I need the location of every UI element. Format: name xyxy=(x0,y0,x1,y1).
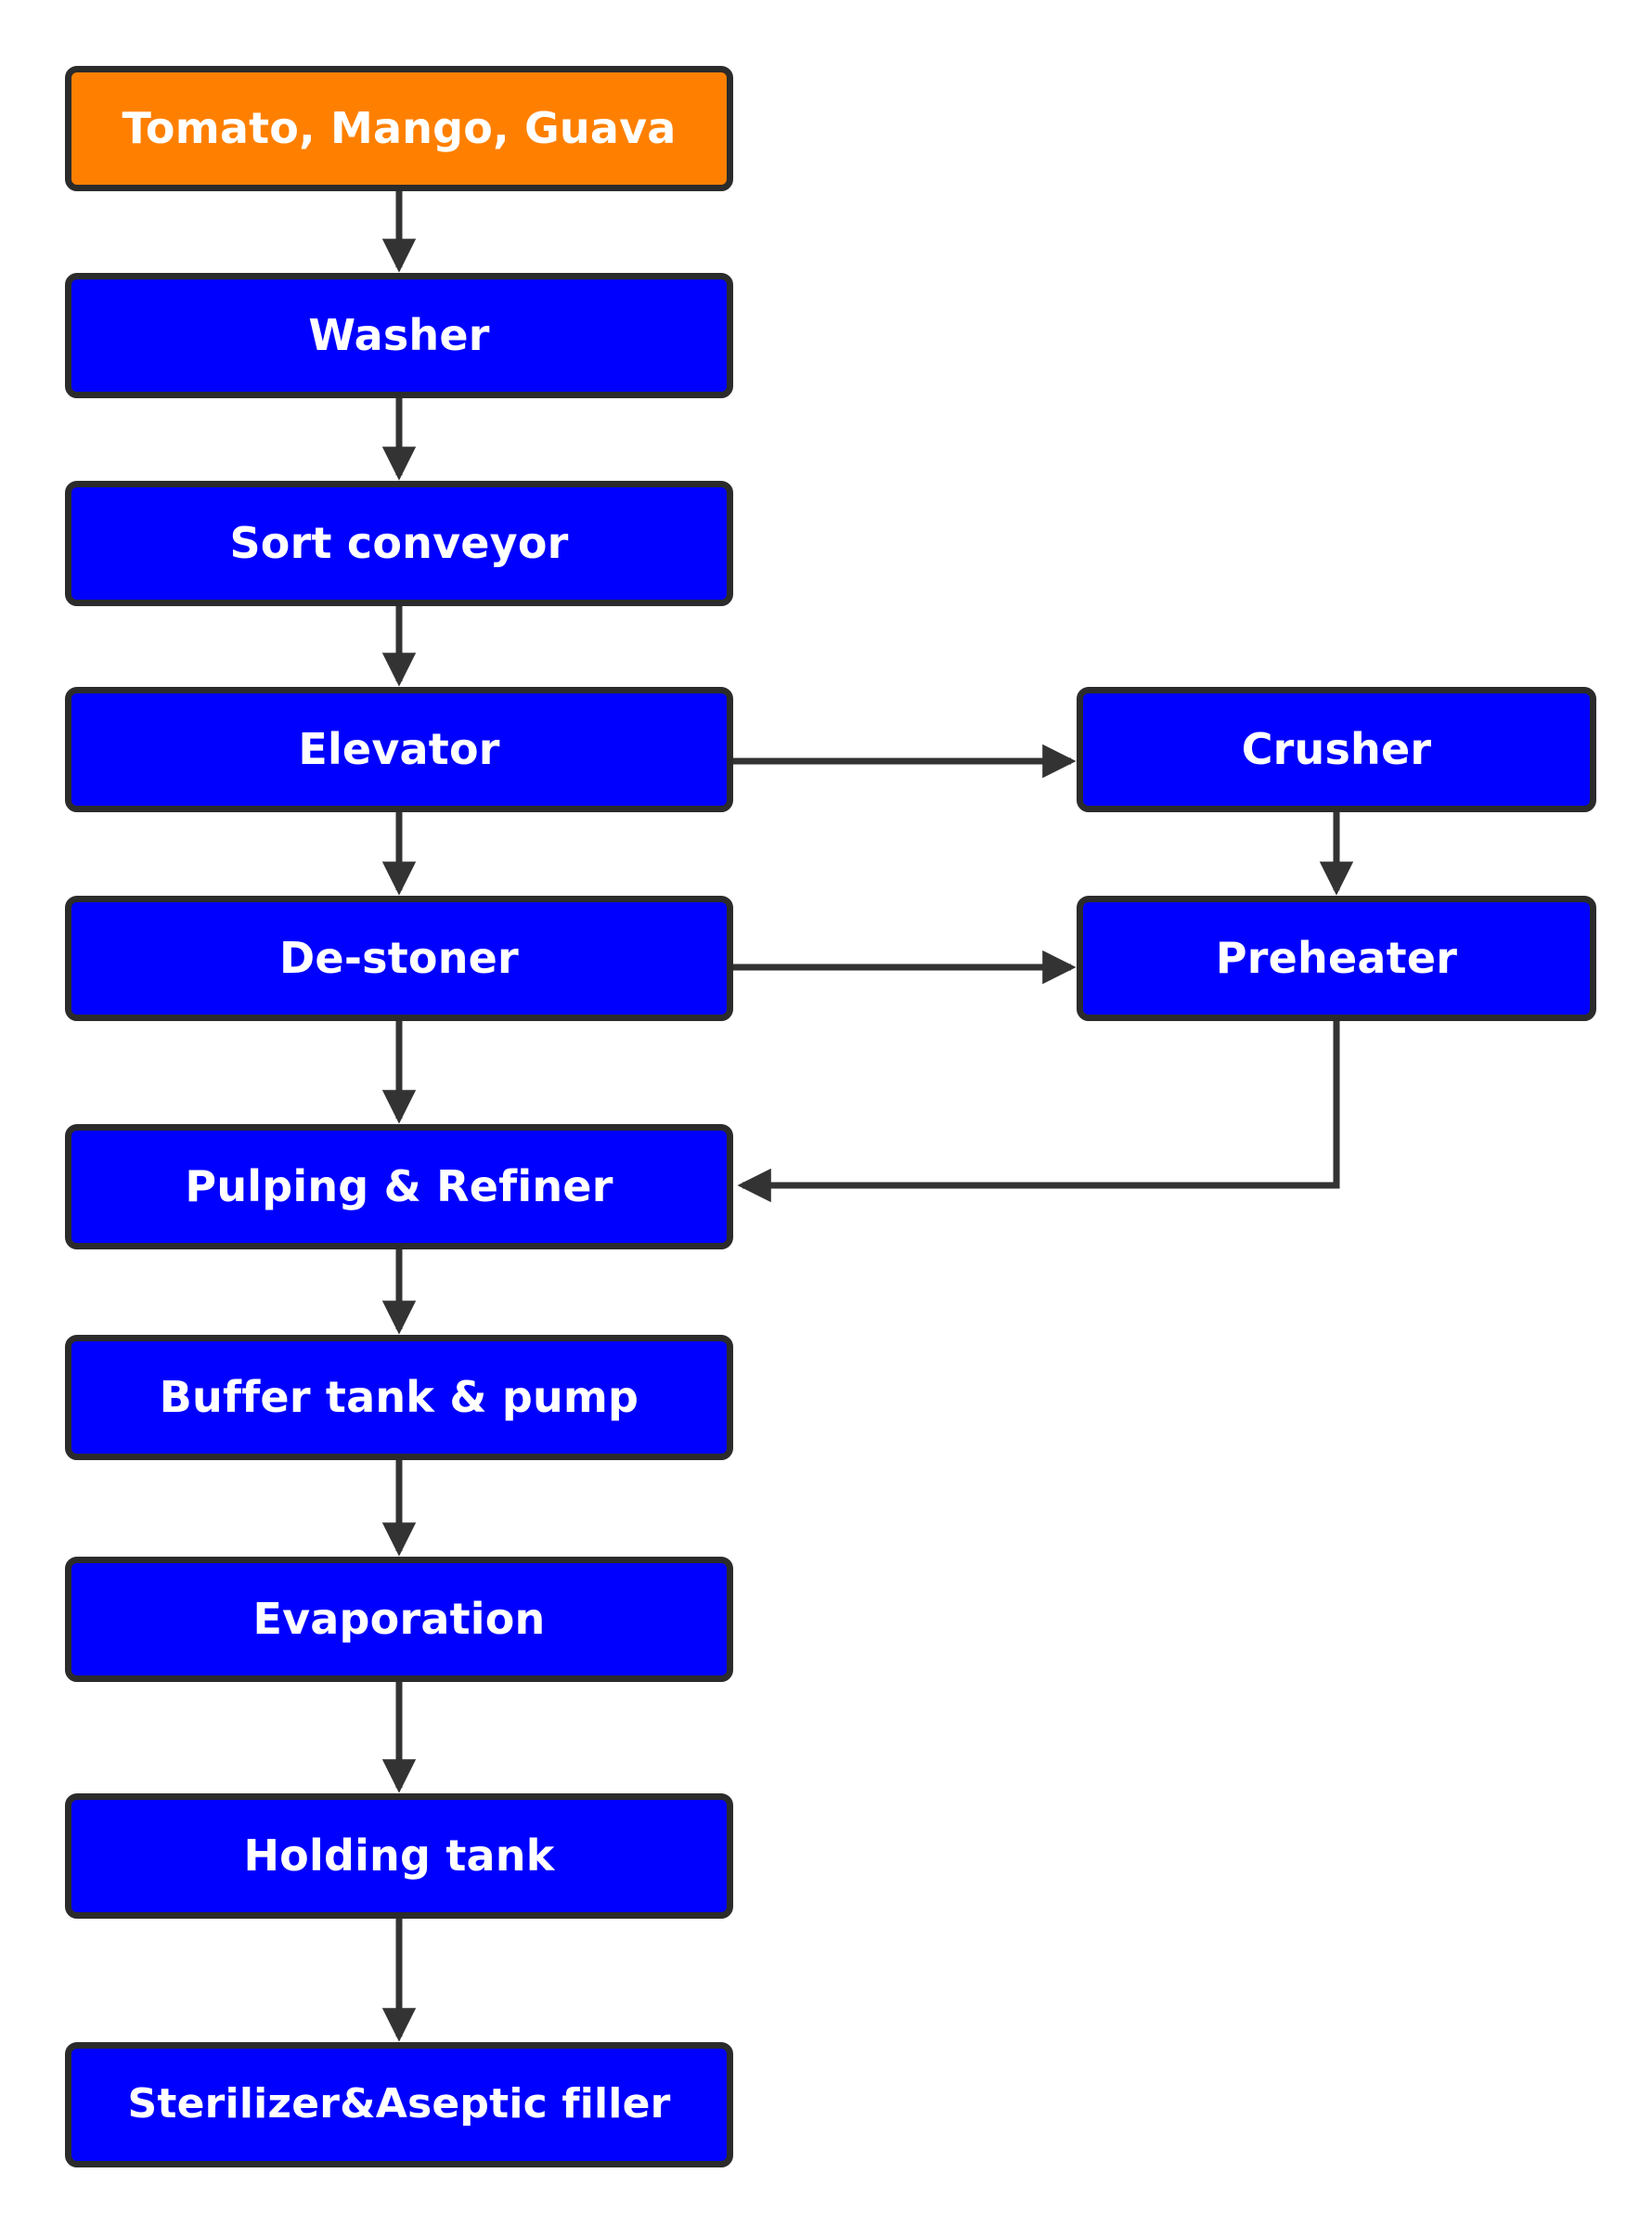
node-de-stoner-label: De-stoner xyxy=(279,933,519,984)
node-preheater[interactable]: Preheater xyxy=(1077,896,1596,1021)
node-raw-material-label: Tomato, Mango, Guava xyxy=(122,103,677,154)
node-pulping-refiner[interactable]: Pulping & Refiner xyxy=(65,1124,733,1249)
edge-preheater-to-pulping-refiner xyxy=(737,1021,1340,1203)
node-holding-tank-label: Holding tank xyxy=(243,1830,555,1882)
node-elevator[interactable]: Elevator xyxy=(65,687,733,812)
node-sterilizer-filler-label: Sterilizer&Aseptic filler xyxy=(127,2080,671,2128)
node-raw-material[interactable]: Tomato, Mango, Guava xyxy=(65,66,733,191)
node-crusher-label: Crusher xyxy=(1241,724,1432,775)
node-evaporation[interactable]: Evaporation xyxy=(65,1557,733,1682)
node-sort-conveyor[interactable]: Sort conveyor xyxy=(65,481,733,606)
node-buffer-tank-pump[interactable]: Buffer tank & pump xyxy=(65,1335,733,1460)
node-pulping-refiner-label: Pulping & Refiner xyxy=(185,1161,613,1212)
node-evaporation-label: Evaporation xyxy=(252,1594,546,1645)
node-sort-conveyor-label: Sort conveyor xyxy=(229,518,569,569)
node-washer-label: Washer xyxy=(308,310,490,361)
node-preheater-label: Preheater xyxy=(1215,933,1458,984)
node-buffer-tank-pump-label: Buffer tank & pump xyxy=(159,1372,639,1423)
node-sterilizer-filler[interactable]: Sterilizer&Aseptic filler xyxy=(65,2042,733,2167)
node-holding-tank[interactable]: Holding tank xyxy=(65,1793,733,1919)
node-washer[interactable]: Washer xyxy=(65,273,733,398)
node-crusher[interactable]: Crusher xyxy=(1077,687,1596,812)
node-de-stoner[interactable]: De-stoner xyxy=(65,896,733,1021)
node-elevator-label: Elevator xyxy=(298,724,500,775)
